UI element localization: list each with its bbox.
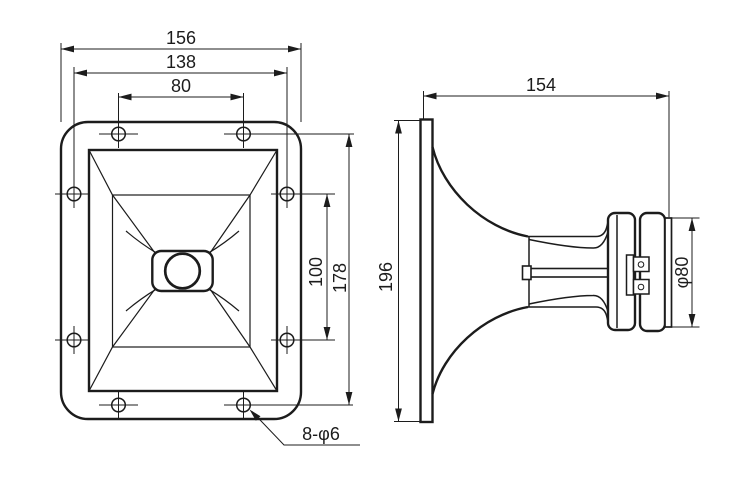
horn-mouth-rect — [87, 148, 279, 393]
dim-top-hole-pitch-label: 80 — [171, 76, 191, 96]
flare-diagonal-bottom-right — [209, 288, 278, 392]
terminal-screw — [637, 283, 645, 291]
corner-fin-top-right — [208, 230, 240, 254]
terminal-screw — [637, 261, 645, 268]
front-flange-outline — [59, 120, 303, 421]
side-view: 154 196 φ80 — [376, 75, 700, 424]
mounting-hole — [271, 67, 335, 208]
dim-side-hole-pitch: 100 — [306, 194, 331, 340]
flare-diagonal-top-left — [88, 149, 156, 254]
terminal-lug — [632, 256, 650, 273]
dim-driver-diameter-label: φ80 — [672, 257, 692, 289]
compression-driver — [606, 211, 673, 333]
arrowhead — [656, 92, 669, 100]
mounting-holes — [55, 67, 354, 419]
corner-fin-bottom-right — [208, 288, 240, 312]
side-flange — [419, 118, 434, 424]
terminal-panel — [625, 254, 635, 296]
arrowhead — [688, 218, 696, 231]
phase-plug-rod — [521, 265, 609, 281]
corner-fin-bottom-left — [125, 288, 157, 312]
dim-overall-height: 196 — [376, 120, 421, 422]
mounting-hole — [271, 326, 335, 354]
dim-hole-span-width-label: 138 — [166, 52, 196, 72]
dim-hole-span-height: 178 — [330, 134, 353, 405]
dim-overall-height-label: 196 — [376, 262, 396, 292]
front-view: 156 138 80 100 178 — [55, 28, 360, 446]
dim-top-hole-pitch: 80 — [118, 76, 244, 101]
dim-driver-diameter: φ80 — [672, 217, 700, 328]
dim-depth-label: 154 — [526, 75, 556, 95]
terminal-block — [625, 254, 650, 296]
horn-flare-diagonals — [88, 149, 278, 392]
mounting-hole — [99, 391, 138, 419]
arrowhead — [288, 45, 301, 53]
arrowhead — [274, 69, 287, 77]
throat-circle — [163, 252, 202, 290]
corner-fin-top-left — [125, 230, 157, 254]
driver-back-plate — [664, 217, 673, 328]
arrowhead — [688, 314, 696, 327]
dim-overall-width-label: 156 — [166, 28, 196, 48]
mounting-hole — [99, 93, 138, 148]
hole-callout: 8-φ6 — [249, 409, 360, 446]
flare-diagonal-bottom-left — [88, 288, 156, 392]
throat-tube — [528, 221, 609, 322]
mounting-hole — [224, 391, 353, 419]
arrowhead — [323, 327, 331, 340]
dim-depth: 154 — [423, 75, 670, 217]
mounting-hole — [224, 93, 354, 148]
dim-hole-span-width: 138 — [74, 52, 287, 77]
horn-profile-bottom — [431, 305, 529, 395]
arrowhead — [323, 194, 331, 207]
arrowhead — [118, 93, 132, 101]
hole-callout-label: 8-φ6 — [302, 424, 340, 444]
arrowhead — [423, 92, 437, 100]
horn-inner-rect — [111, 194, 251, 348]
arrowhead — [249, 409, 261, 421]
dim-overall-width: 156 — [60, 28, 302, 122]
arrowhead — [345, 134, 353, 147]
dim-hole-span-height-label: 178 — [330, 263, 350, 293]
arrowhead — [395, 408, 402, 422]
terminal-lug — [632, 278, 650, 295]
throat-outline — [151, 249, 214, 293]
flare-diagonal-top-right — [209, 149, 278, 254]
horn-profile-top — [431, 146, 529, 238]
arrowhead — [230, 93, 244, 101]
arrowhead — [395, 120, 402, 134]
arrowhead — [345, 392, 353, 405]
arrowhead — [74, 69, 87, 77]
rod-end-cap — [521, 265, 532, 281]
mounting-hole — [55, 67, 88, 208]
arrowhead — [61, 45, 74, 53]
mounting-hole — [55, 326, 88, 354]
dim-side-hole-pitch-label: 100 — [306, 257, 326, 287]
